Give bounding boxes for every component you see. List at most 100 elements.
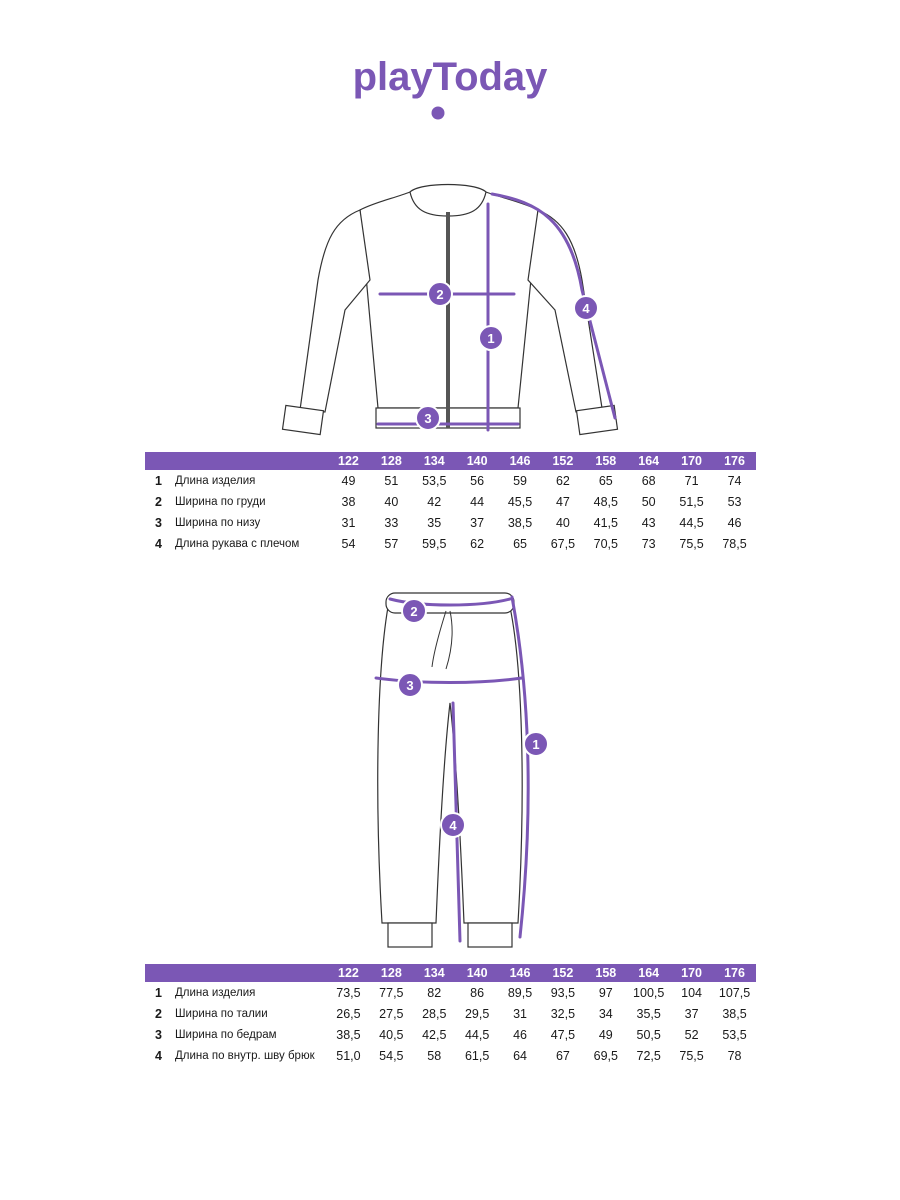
row-label: Длина изделия <box>175 474 256 487</box>
cell-value: 40 <box>555 515 570 530</box>
size-header: 146 <box>509 454 531 468</box>
cell-value: 93,5 <box>550 985 576 1000</box>
cell-value: 38,5 <box>507 515 533 530</box>
cell-value: 53 <box>727 494 742 509</box>
cell-value: 71 <box>684 473 699 488</box>
size-header: 122 <box>338 454 359 468</box>
cell-value: 82 <box>427 985 442 1000</box>
size-header: 164 <box>638 966 660 980</box>
cell-value: 59 <box>513 473 527 488</box>
cell-value: 54,5 <box>379 1049 404 1063</box>
cell-value: 72,5 <box>636 1049 661 1063</box>
pants-marker-2-label: 2 <box>410 604 417 619</box>
cell-value: 77,5 <box>379 985 404 1000</box>
size-header: 158 <box>595 966 617 980</box>
cell-value: 41,5 <box>593 515 618 530</box>
size-header: 134 <box>423 966 445 980</box>
row-number: 3 <box>155 1027 162 1042</box>
cell-value: 48,5 <box>593 494 618 509</box>
cell-value: 64 <box>513 1049 527 1063</box>
jacket-marker-2 <box>427 281 453 307</box>
cell-value: 38 <box>341 494 356 509</box>
cell-value: 44,5 <box>679 515 704 530</box>
cell-value: 100,5 <box>633 985 665 1000</box>
logo-dot <box>431 106 445 120</box>
cell-value: 50 <box>641 494 656 509</box>
row-number: 4 <box>155 536 162 551</box>
cell-value: 43 <box>641 515 656 530</box>
cell-value: 73 <box>641 536 656 551</box>
size-header: 164 <box>638 454 660 468</box>
cell-value: 65 <box>598 473 613 488</box>
row-label: Длина по внутр. шву брюк <box>175 1050 315 1062</box>
cell-value: 26,5 <box>336 1006 361 1021</box>
pants-marker-1 <box>523 731 549 757</box>
cell-value: 47,5 <box>550 1027 576 1042</box>
cell-value: 40 <box>384 494 399 509</box>
cell-value: 31 <box>513 1006 527 1021</box>
cell-value: 35 <box>427 515 442 530</box>
cell-value: 74 <box>727 473 742 488</box>
logo-text: playToday <box>353 55 549 99</box>
cell-value: 89,5 <box>507 985 533 1000</box>
row-label: Длина изделия <box>175 986 256 999</box>
row-number: 2 <box>155 1006 162 1021</box>
cell-value: 27,5 <box>379 1006 404 1021</box>
cell-value: 86 <box>470 985 485 1000</box>
cell-value: 40,5 <box>379 1027 404 1042</box>
cell-value: 32,5 <box>550 1006 576 1021</box>
size-header: 176 <box>724 966 745 980</box>
cell-value: 49 <box>341 473 356 488</box>
cell-value: 104 <box>681 985 703 1000</box>
cell-value: 73,5 <box>336 985 361 1000</box>
cell-value: 42 <box>427 494 442 509</box>
cell-value: 78 <box>727 1049 742 1063</box>
cell-value: 67 <box>555 1049 570 1063</box>
cell-value: 97 <box>598 985 613 1000</box>
size-header: 152 <box>552 966 574 980</box>
cell-value: 45,5 <box>507 494 533 509</box>
cell-value: 75,5 <box>679 1049 704 1063</box>
size-header: 122 <box>338 966 359 980</box>
jacket-left-cuff <box>281 404 325 436</box>
cell-value: 53,5 <box>722 1027 747 1042</box>
size-header: 128 <box>380 966 402 980</box>
cell-value: 52 <box>684 1027 699 1042</box>
cell-value: 57 <box>384 536 399 551</box>
jacket-right-cuff <box>575 404 619 436</box>
jacket-collar <box>409 183 487 217</box>
cell-value: 70,5 <box>593 536 618 551</box>
cell-value: 34 <box>598 1006 613 1021</box>
pants-marker-2 <box>401 598 427 624</box>
size-header: 140 <box>466 966 488 980</box>
table-row: 3 Ширина по бедрам 38,5 40,5 42,5 44,5 4… <box>145 1024 756 1045</box>
cell-value: 67,5 <box>550 536 576 551</box>
pants-marker-3 <box>397 672 423 698</box>
cell-value: 44 <box>470 494 485 509</box>
jacket-marker-4-label: 4 <box>582 301 590 316</box>
table-row: 3 Ширина по низу 31 33 35 37 38,5 40 41,… <box>145 512 756 533</box>
cell-value: 56 <box>470 473 485 488</box>
size-header: 170 <box>681 966 703 980</box>
row-label: Ширина по бедрам <box>175 1028 277 1041</box>
jacket-marker-2-label: 2 <box>436 287 443 302</box>
cell-value: 28,5 <box>422 1006 447 1021</box>
pants-drawing: 1 2 3 4 <box>374 592 549 948</box>
cell-value: 44,5 <box>464 1027 490 1042</box>
row-number: 2 <box>155 494 162 509</box>
size-header: 176 <box>724 454 745 468</box>
jacket-table-header: 122 128 134 140 146 152 158 164 170 176 <box>145 452 756 470</box>
cell-value: 49 <box>598 1027 613 1042</box>
cell-value: 54 <box>341 536 356 551</box>
cell-value: 78,5 <box>722 536 747 551</box>
cell-value: 58 <box>427 1049 442 1063</box>
row-number: 3 <box>155 515 162 530</box>
table-row: 4 Длина рукава с плечом 54 57 59,5 62 65… <box>145 533 756 554</box>
cell-value: 37 <box>470 515 485 530</box>
cell-value: 29,5 <box>464 1006 490 1021</box>
jacket-marker-4 <box>573 295 599 321</box>
row-label: Ширина по низу <box>175 516 261 529</box>
pants-size-table: 122 128 134 140 146 152 158 164 170 176 … <box>145 964 756 1093</box>
size-header: 146 <box>509 966 531 980</box>
pants-left-cuff <box>387 922 433 948</box>
